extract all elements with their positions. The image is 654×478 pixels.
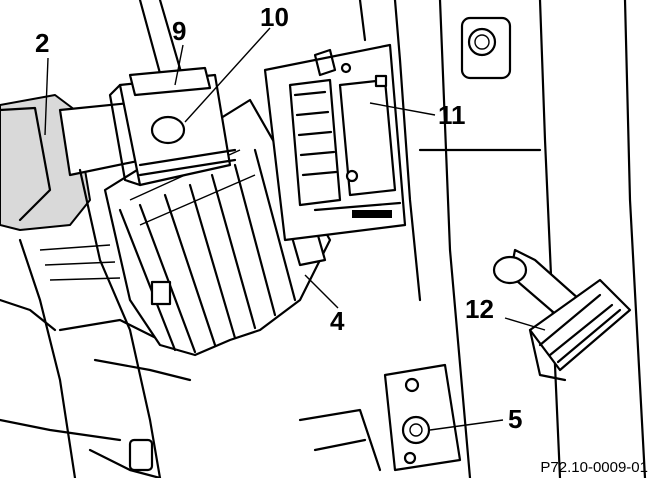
- leader-lines: [44, 27, 546, 431]
- mounting-screw-5: [298, 363, 462, 472]
- footwell-panel: [138, 0, 647, 478]
- callout-2: 2: [35, 28, 49, 58]
- callout-12: 12: [465, 294, 494, 324]
- accelerator-pedal-12: [492, 248, 632, 382]
- callout-4: 4: [330, 306, 345, 336]
- figure-reference: P72.10-0009-01: [540, 459, 648, 476]
- callout-11: 11: [438, 100, 466, 130]
- pedal-bracket-left: [0, 93, 217, 478]
- callout-9: 9: [172, 16, 186, 46]
- callout-10: 10: [260, 2, 289, 32]
- switch-connector-11: [263, 43, 407, 242]
- sensor-housing-9: [108, 66, 237, 187]
- callout-5: 5: [508, 404, 522, 434]
